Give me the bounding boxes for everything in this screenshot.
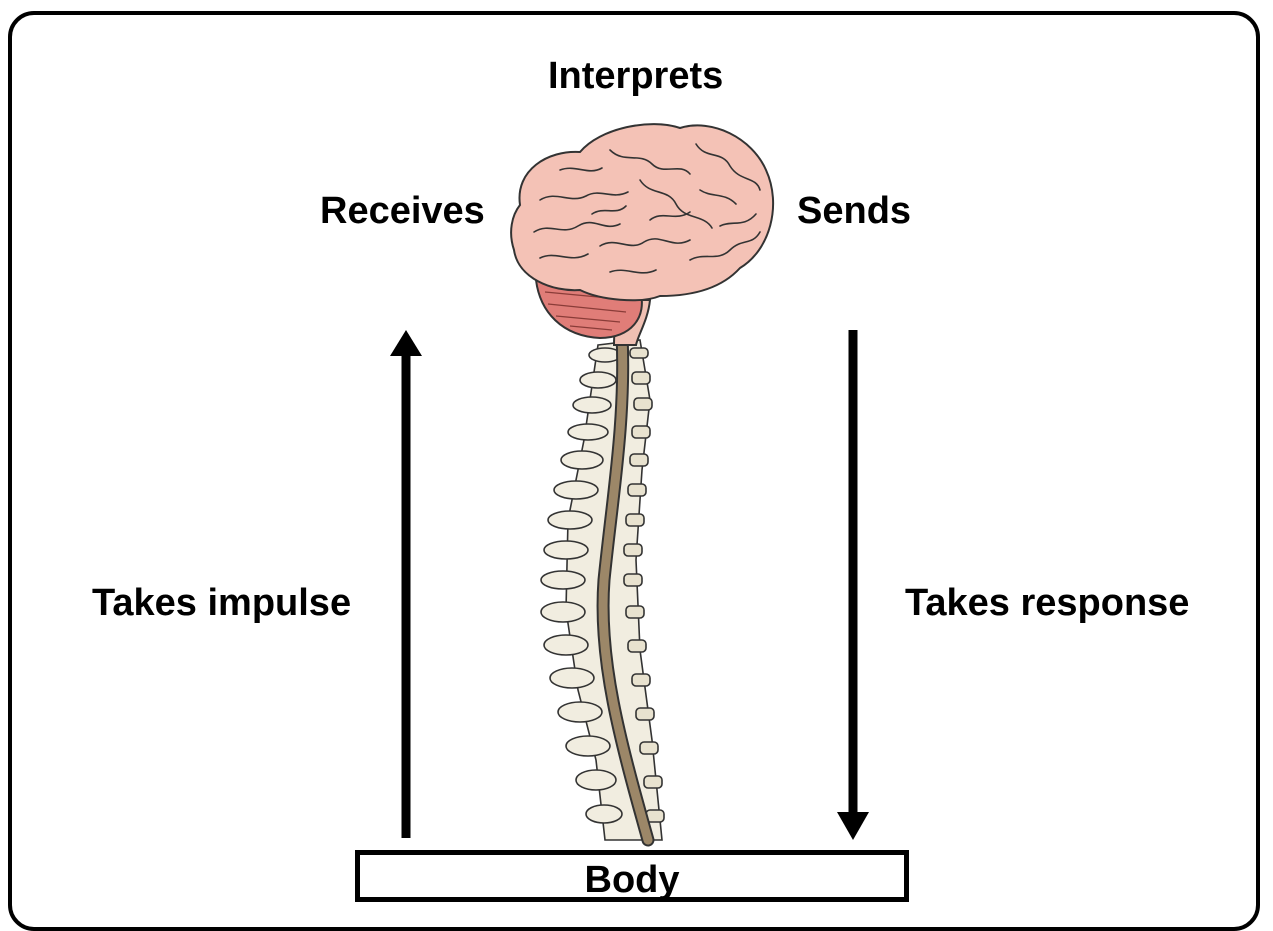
arrow-up-impulse	[390, 330, 422, 838]
label-receives: Receives	[320, 192, 485, 230]
label-takes-impulse: Takes impulse	[92, 584, 351, 622]
body-label: Body	[360, 861, 904, 899]
arrow-down-response	[837, 330, 869, 840]
label-sends: Sends	[797, 192, 911, 230]
body-box: Body	[355, 850, 909, 902]
label-interprets: Interprets	[548, 57, 723, 95]
label-takes-response: Takes response	[905, 584, 1189, 622]
brain	[511, 124, 773, 300]
